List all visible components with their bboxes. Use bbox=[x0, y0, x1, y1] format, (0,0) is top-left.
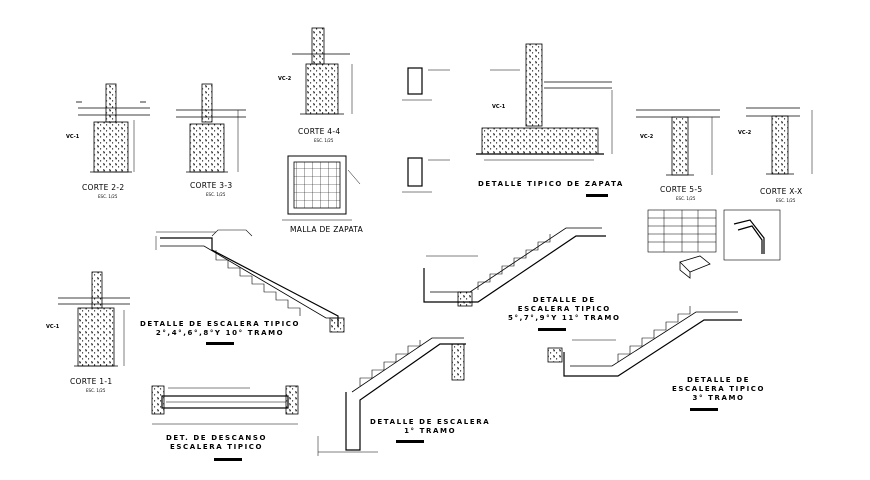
label-corte-2-2: CORTE 2-2 bbox=[82, 183, 125, 192]
tag-vc2-corte-5-5: VC-2 bbox=[640, 134, 654, 140]
malla-zapata-grid bbox=[282, 155, 361, 221]
descanso-landing bbox=[151, 385, 299, 425]
corte-2-2-footing bbox=[76, 83, 150, 173]
title-detalle-zapata: DETALLE TIPICO DE ZAPATA bbox=[478, 180, 624, 188]
stair-3-tramo bbox=[547, 306, 742, 377]
title-underline bbox=[586, 194, 608, 197]
title-underline bbox=[690, 408, 718, 411]
title-underline bbox=[538, 328, 566, 331]
corte-4-4-footing bbox=[292, 27, 353, 115]
title-underline bbox=[214, 458, 242, 461]
label-corte-x-x: CORTE X-X bbox=[760, 187, 803, 196]
title-underline bbox=[206, 342, 234, 345]
stair-1-tramo bbox=[317, 337, 466, 456]
tag-vc2-corte-4-4: VC-2 bbox=[278, 76, 292, 82]
tag-vc2-corte-x-x: VC-2 bbox=[738, 130, 752, 136]
corte-5-5-footing bbox=[636, 109, 720, 176]
label-corte-3-3: CORTE 3-3 bbox=[190, 181, 233, 190]
label-corte-4-4: CORTE 4-4 bbox=[298, 127, 341, 136]
detalle-zapata bbox=[476, 43, 613, 161]
corte-x-x-footing bbox=[746, 107, 813, 175]
title-descanso: DET. DE DESCANSO ESCALERA TIPICO bbox=[166, 434, 268, 451]
title-escalera-1: DETALLE DE ESCALERA 1° TRAMO bbox=[370, 418, 491, 435]
tag-vc1-zapata: VC-1 bbox=[492, 104, 506, 110]
beam-sections bbox=[402, 67, 450, 193]
scale-corte-2-2: ESC. 1/25 bbox=[98, 194, 118, 199]
scale-corte-x-x: ESC. 1/25 bbox=[776, 198, 796, 203]
scale-corte-3-3: ESC. 1/25 bbox=[206, 192, 226, 197]
stair-2-4-6-8-10 bbox=[155, 229, 345, 333]
title-escalera-5-7: DETALLE DE ESCALERA TIPICO 5°,7°,9°Y 11°… bbox=[508, 296, 621, 322]
tag-vc1-corte-2-2: VC-1 bbox=[66, 134, 80, 140]
label-corte-5-5: CORTE 5-5 bbox=[660, 185, 703, 194]
title-escalera-2-4: DETALLE DE ESCALERA TIPICO 2°,4°,6°,8°Y … bbox=[140, 320, 301, 337]
corte-3-3-footing bbox=[176, 83, 246, 173]
scale-corte-5-5: ESC. 1/25 bbox=[676, 196, 696, 201]
bar-table bbox=[647, 209, 717, 279]
scale-corte-1-1: ESC. 1/25 bbox=[86, 388, 106, 393]
label-corte-1-1: CORTE 1-1 bbox=[70, 377, 113, 386]
corte-1-1-footing bbox=[58, 271, 130, 367]
scale-corte-4-4: ESC. 1/25 bbox=[314, 138, 334, 143]
stair-5-7-9-11 bbox=[423, 227, 606, 307]
title-underline bbox=[396, 440, 424, 443]
label-malla-zapata: MALLA DE ZAPATA bbox=[290, 225, 364, 234]
anchor-detail bbox=[723, 209, 781, 261]
tag-vc1-corte-1-1: VC-1 bbox=[46, 324, 60, 330]
title-escalera-3: DETALLE DE ESCALERA TIPICO 3° TRAMO bbox=[672, 376, 766, 402]
